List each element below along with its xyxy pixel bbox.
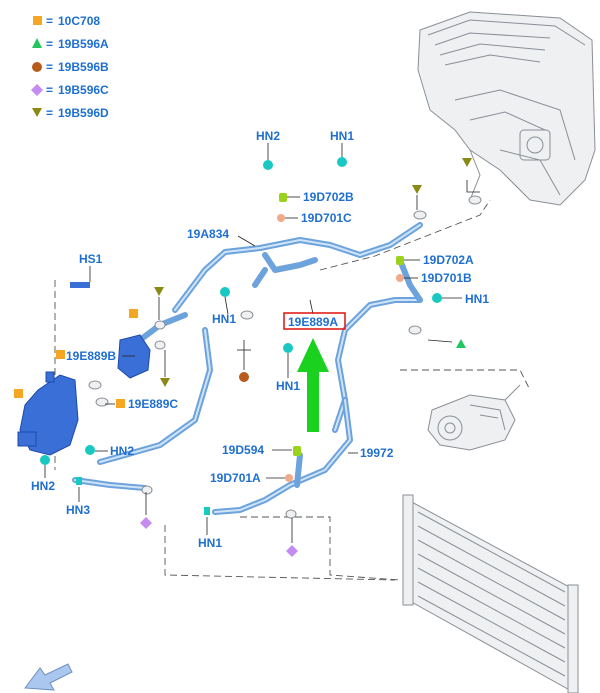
fitting-cyan-hn1-top xyxy=(337,157,347,167)
legend-diamond-violet-icon xyxy=(31,84,43,96)
marker-triangle-olive-icon xyxy=(412,185,422,194)
legend-sep: = xyxy=(46,14,53,28)
legend-code-3: 19B596C xyxy=(58,83,109,97)
legend-code-2: 19B596B xyxy=(58,60,109,74)
fitting-cyan-hn2-top xyxy=(263,160,273,170)
label-19d701c: 19D701C xyxy=(301,211,352,225)
legend: = 10C708 = 19B596A = 19B596B = 19B596C =… xyxy=(31,14,109,120)
label-hn1-center: HN1 xyxy=(276,379,300,393)
condenser xyxy=(402,494,579,693)
marker-triangle-green-icon xyxy=(456,339,466,348)
dashed-connections xyxy=(54,199,531,581)
label-hn2-left: HN2 xyxy=(31,479,55,493)
label-19d594: 19D594 xyxy=(222,443,264,457)
label-hn1-top: HN1 xyxy=(330,129,354,143)
marker-triangle-olive-icon xyxy=(154,287,164,296)
leader-lines xyxy=(44,143,480,543)
diagram-markers xyxy=(14,158,472,557)
fitting-cyan-hn1-mid xyxy=(220,287,230,297)
marker-diamond-violet-icon xyxy=(286,545,298,557)
label-19d702b: 19D702B xyxy=(303,190,354,204)
legend-code-4: 19B596D xyxy=(58,106,109,120)
fitting-hs1 xyxy=(70,282,90,288)
marker-triangle-olive-icon xyxy=(462,158,472,167)
fittings xyxy=(40,157,482,519)
valve-green-d702b xyxy=(279,193,287,202)
compressor xyxy=(427,384,521,451)
legend-code-1: 19B596A xyxy=(58,37,109,51)
legend-sep: = xyxy=(46,60,53,74)
green-up-arrow-icon xyxy=(297,338,329,432)
label-hn1-bottom: HN1 xyxy=(198,536,222,550)
label-hn2-top: HN2 xyxy=(256,129,280,143)
legend-square-orange-icon xyxy=(33,16,42,25)
hoses xyxy=(72,222,423,515)
fitting-cyan-hn2-mid xyxy=(85,445,95,455)
legend-sep: = xyxy=(46,106,53,120)
label-19e889b: 19E889B xyxy=(66,349,116,363)
callout-labels: HN2 HN1 19D702B 19D701C 19A834 HS1 HN1 1… xyxy=(31,129,489,550)
sensor-salmon-d701c xyxy=(277,214,285,222)
legend-triangle-green-icon xyxy=(32,38,42,48)
sensor-salmon-d701b xyxy=(396,274,404,282)
marker-triangle-olive-icon xyxy=(160,378,170,387)
hs1-block-assembly xyxy=(17,334,151,456)
marker-square-orange-icon xyxy=(129,309,138,318)
view-direction-arrow-icon xyxy=(24,663,73,691)
label-hs1: HS1 xyxy=(79,252,103,266)
fitting-cyan-hn3 xyxy=(76,477,82,485)
label-hn1-right: HN1 xyxy=(465,292,489,306)
label-19e889a: 19E889A xyxy=(288,315,338,329)
sensor-salmon-d701a xyxy=(285,474,293,482)
label-hn1-mid-left: HN1 xyxy=(212,312,236,326)
label-hn2-mid: HN2 xyxy=(110,444,134,458)
fitting-cyan-hn2-left xyxy=(40,455,50,465)
highlight-box-19e889a xyxy=(283,312,346,330)
label-19a834: 19A834 xyxy=(187,227,229,241)
label-19e889c: 19E889C xyxy=(128,397,178,411)
fitting-cyan-hn1-center xyxy=(283,343,293,353)
marker-square-orange-icon xyxy=(14,389,23,398)
fitting-cyan-hn1-right xyxy=(432,293,442,303)
label-19d701a: 19D701A xyxy=(210,471,261,485)
label-hn3: HN3 xyxy=(66,503,90,517)
hvac-evaporator-unit xyxy=(417,11,596,206)
label-19972: 19972 xyxy=(360,446,394,460)
fitting-cyan-hn1-bottom xyxy=(204,507,210,515)
marker-square-orange-icon xyxy=(56,350,65,359)
legend-code-0: 10C708 xyxy=(58,14,100,28)
label-19d702a: 19D702A xyxy=(423,253,474,267)
legend-triangle-olive-icon xyxy=(32,108,42,117)
marker-diamond-violet-icon xyxy=(140,517,152,529)
marker-circle-brown-icon xyxy=(239,372,249,382)
valve-green-d702a xyxy=(396,256,404,265)
marker-square-orange-icon xyxy=(116,399,125,408)
valve-green-d594 xyxy=(293,446,301,456)
legend-circle-brown-icon xyxy=(32,62,42,72)
label-19d701b: 19D701B xyxy=(421,271,472,285)
legend-sep: = xyxy=(46,83,53,97)
legend-sep: = xyxy=(46,37,53,51)
